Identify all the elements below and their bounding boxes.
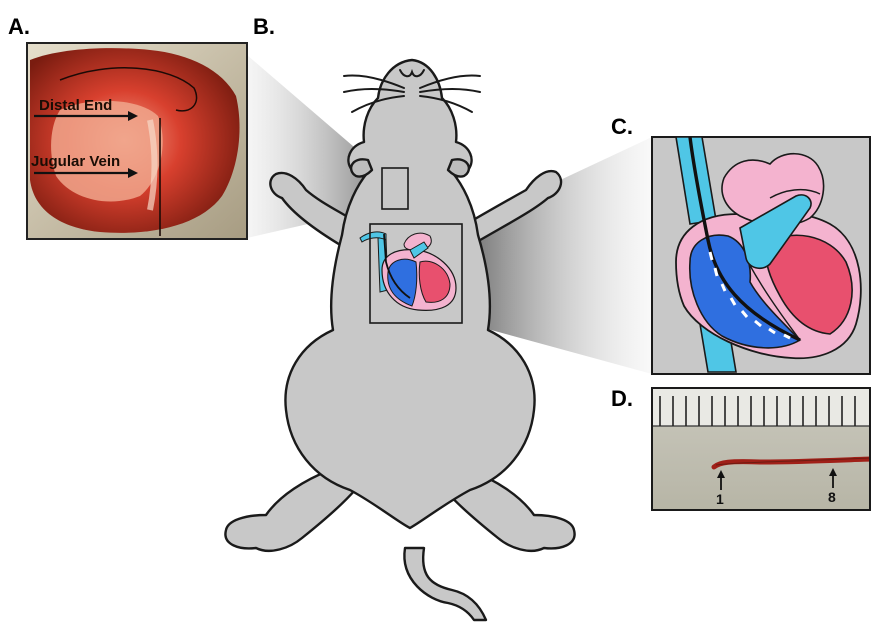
photo-jugular-vein: Distal End Jugular Vein bbox=[27, 43, 247, 239]
rat-right-ear bbox=[448, 159, 469, 176]
heart-diagram bbox=[652, 137, 870, 374]
rat-tail bbox=[404, 548, 486, 620]
panel-letter-c: C. bbox=[611, 116, 633, 138]
panel-letter-b: B. bbox=[253, 16, 275, 38]
marker-label-8: 8 bbox=[828, 489, 836, 505]
panel-letter-a: A. bbox=[8, 16, 30, 38]
marker-label-1: 1 bbox=[716, 491, 724, 507]
panel-letter-d: D. bbox=[611, 388, 633, 410]
label-jugular-vein: Jugular Vein bbox=[31, 153, 120, 170]
label-distal-end: Distal End bbox=[39, 97, 112, 114]
rat-left-ear bbox=[351, 159, 372, 176]
catheter-photo: 1 8 bbox=[652, 388, 870, 510]
